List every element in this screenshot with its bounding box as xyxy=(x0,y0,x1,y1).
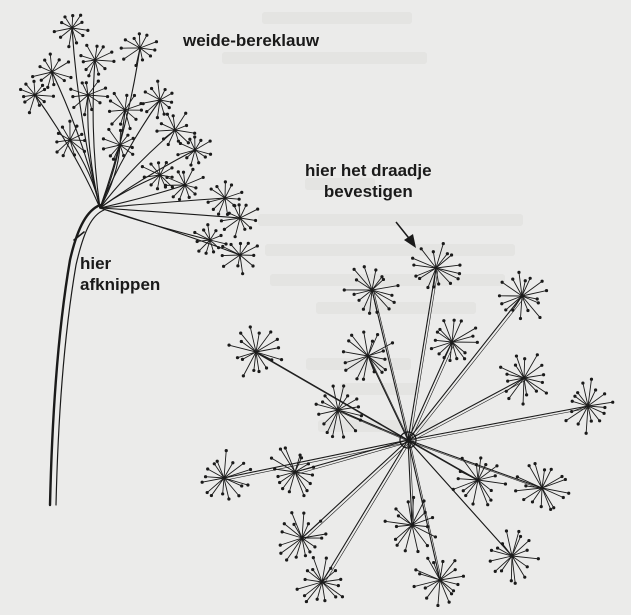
faint-text-line xyxy=(262,12,412,24)
umbel-ray xyxy=(408,440,478,480)
umbel-ray xyxy=(408,378,524,440)
top-floret xyxy=(514,462,570,511)
attach-thread-label-line1: hier het draadje xyxy=(305,160,432,181)
top-floret xyxy=(201,449,253,501)
top-floret xyxy=(279,511,328,561)
umbel-ray xyxy=(408,296,522,440)
faint-text-line xyxy=(222,52,427,64)
umbel-ray-edge xyxy=(324,442,410,584)
cut-here-label: hier afknippen xyxy=(80,253,160,295)
side-floret xyxy=(55,120,86,158)
faint-text-line xyxy=(265,244,515,256)
top-floret xyxy=(342,330,394,380)
side-floret xyxy=(31,53,72,89)
side-floret xyxy=(79,44,115,78)
side-floret xyxy=(221,242,259,276)
top-floret xyxy=(499,353,548,405)
umbel-ray xyxy=(224,440,408,478)
cut-here-label-line2: afknippen xyxy=(80,274,160,295)
top-floret xyxy=(489,529,540,585)
umbel-ray xyxy=(100,198,225,208)
top-floret xyxy=(564,378,614,435)
top-floret xyxy=(227,325,283,377)
umbel-ray xyxy=(322,440,408,582)
umbel-ray-edge xyxy=(410,442,442,582)
side-floret xyxy=(120,32,158,67)
top-floret xyxy=(498,271,548,320)
faint-text-line xyxy=(340,383,420,395)
side-floret xyxy=(176,135,212,166)
umbel-ray-edge xyxy=(226,442,410,480)
side-floret xyxy=(53,14,90,49)
attach-thread-label: hier het draadje bevestigen xyxy=(305,160,432,202)
attach-thread-label-line2: bevestigen xyxy=(305,181,432,202)
top-floret xyxy=(270,446,315,497)
top-floret xyxy=(430,319,479,362)
faint-text-line xyxy=(316,302,476,314)
top-floret xyxy=(413,557,465,607)
faint-text-line xyxy=(270,274,505,286)
faint-text-line xyxy=(306,358,411,370)
plant-name-label: weide-bereklauw xyxy=(183,30,319,51)
side-floret xyxy=(155,112,196,146)
side-floret xyxy=(207,180,244,216)
cut-here-label-line1: hier xyxy=(80,253,160,274)
side-floret xyxy=(19,80,55,114)
side-floret xyxy=(193,223,227,255)
side-floret xyxy=(69,80,109,117)
side-floret xyxy=(141,161,174,190)
umbel-ray xyxy=(100,100,160,208)
faint-text-line xyxy=(258,214,523,226)
umbel-ray-edge xyxy=(410,270,438,442)
side-floret xyxy=(220,203,259,238)
side-floret xyxy=(108,92,145,130)
